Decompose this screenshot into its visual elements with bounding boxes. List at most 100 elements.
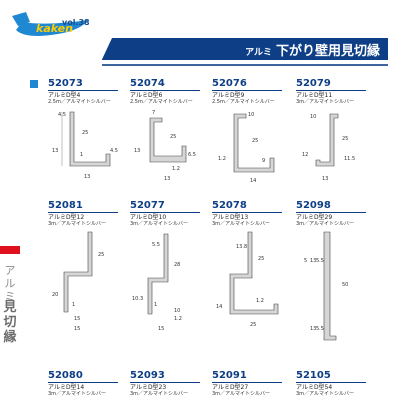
product-52080: 52080 アルミD型14 3m／アルマイトシルバー <box>48 370 118 397</box>
svg-text:13: 13 <box>322 176 328 182</box>
profile-drawing-52098: 5 13 5.5 50 13 5.5 <box>304 231 348 341</box>
product-name: アルミD型6 <box>130 92 163 99</box>
product-spec: 3m／アルマイトシルバー <box>296 221 355 227</box>
product-52076: 52076 アルミD型9 2.5m／アルマイトシルバー <box>212 78 282 105</box>
product-code: 52091 <box>212 370 282 383</box>
svg-text:4.5: 4.5 <box>110 148 118 154</box>
svg-text:11.5: 11.5 <box>344 156 355 162</box>
svg-text:1.2: 1.2 <box>174 316 182 322</box>
header-rule <box>102 64 388 66</box>
svg-text:15: 15 <box>74 316 80 322</box>
product-spec: 3m／アルマイトシルバー <box>130 391 189 397</box>
title-banner: アルミ下がり壁用見切縁 <box>102 38 388 60</box>
svg-text:kaken: kaken <box>36 22 73 35</box>
product-code: 52079 <box>296 78 366 91</box>
svg-text:13: 13 <box>134 148 140 154</box>
profile-drawing-52077: 5.5 28 10.3 1 10 1.2 15 <box>132 233 182 332</box>
product-spec: 3m／アルマイトシルバー <box>48 221 107 227</box>
svg-text:1: 1 <box>72 302 75 308</box>
product-code: 52098 <box>296 200 366 213</box>
svg-text:10: 10 <box>310 114 316 120</box>
section-marker-icon <box>30 80 38 88</box>
profile-drawing-52079: 10 25 11.5 12 13 <box>302 113 355 182</box>
product-name: アルミD型11 <box>296 92 333 99</box>
product-52098: 52098 アルミD型29 3m／アルマイトシルバー <box>296 200 366 227</box>
svg-text:1: 1 <box>154 302 157 308</box>
profile-drawing-52074: 7 25 13 6.5 1.2 13 <box>134 110 196 182</box>
product-spec: 3m／アルマイトシルバー <box>296 99 355 105</box>
side-category: アルミ <box>4 264 16 303</box>
svg-text:13.8: 13.8 <box>236 244 247 250</box>
svg-text:5: 5 <box>304 258 307 264</box>
product-code: 52080 <box>48 370 118 383</box>
svg-text:50: 50 <box>342 282 348 288</box>
profile-drawing-52081: 25 20 1 15 15 <box>52 231 104 332</box>
product-spec: 3m／アルマイトシルバー <box>48 391 107 397</box>
category-label: アルミ <box>245 48 272 58</box>
product-spec: 3m／アルマイトシルバー <box>130 221 189 227</box>
product-code: 52093 <box>130 370 200 383</box>
svg-text:25: 25 <box>170 134 176 140</box>
page-title: 下がり壁用見切縁 <box>275 44 380 59</box>
product-code: 52076 <box>212 78 282 91</box>
svg-text:4.5: 4.5 <box>58 112 66 118</box>
product-name: アルミD型4 <box>48 92 81 99</box>
svg-text:5.5: 5.5 <box>316 326 324 332</box>
product-52093: 52093 アルミD型23 3m／アルマイトシルバー <box>130 370 200 397</box>
product-code: 52077 <box>130 200 200 213</box>
product-52073: 52073 アルミD型4 2.5m／アルマイトシルバー <box>48 78 118 105</box>
svg-text:1.2: 1.2 <box>172 166 180 172</box>
product-52091: 52091 アルミD型27 3m／アルマイトシルバー <box>212 370 282 397</box>
svg-text:25: 25 <box>250 322 256 328</box>
svg-text:15: 15 <box>158 326 164 332</box>
svg-text:7: 7 <box>152 110 155 116</box>
svg-text:13: 13 <box>52 148 58 154</box>
product-spec: 3m／アルマイトシルバー <box>212 391 271 397</box>
product-code: 52073 <box>48 78 118 91</box>
svg-text:13: 13 <box>164 176 170 182</box>
svg-text:1.2: 1.2 <box>256 298 264 304</box>
product-52079: 52079 アルミD型11 3m／アルマイトシルバー <box>296 78 366 105</box>
volume-label: vol.38 <box>62 18 90 27</box>
product-52077: 52077 アルミD型10 3m／アルマイトシルバー <box>130 200 200 227</box>
svg-text:9: 9 <box>262 158 265 164</box>
svg-text:6.5: 6.5 <box>188 152 196 158</box>
svg-text:12: 12 <box>302 152 308 158</box>
svg-text:25: 25 <box>258 256 264 262</box>
product-name: アルミD型29 <box>296 214 333 221</box>
svg-text:14: 14 <box>216 304 222 310</box>
product-52078: 52078 アルミD型13 3m／アルマイトシルバー <box>212 200 282 227</box>
product-name: アルミD型54 <box>296 384 333 391</box>
profile-drawing-52073: 4.5 25 13 1 4.5 13 <box>52 111 118 180</box>
svg-text:25: 25 <box>252 138 258 144</box>
product-name: アルミD型12 <box>48 214 85 221</box>
product-spec: 2.5m／アルマイトシルバー <box>48 99 111 105</box>
svg-text:10.3: 10.3 <box>132 296 143 302</box>
profile-drawing-52076: 10 25 1.2 9 14 <box>218 112 275 184</box>
svg-text:10: 10 <box>248 112 254 118</box>
product-spec: 2.5m／アルマイトシルバー <box>212 99 275 105</box>
svg-text:25: 25 <box>342 136 348 142</box>
svg-text:28: 28 <box>174 262 180 268</box>
product-52074: 52074 アルミD型6 2.5m／アルマイトシルバー <box>130 78 200 105</box>
kaken-logo: kaken vol.38 <box>8 8 96 42</box>
svg-text:15: 15 <box>74 326 80 332</box>
product-code: 52105 <box>296 370 366 383</box>
profile-drawing-52078: 13.8 25 1.2 14 25 <box>216 231 279 328</box>
product-name: アルミD型27 <box>212 384 249 391</box>
svg-text:1: 1 <box>80 152 83 158</box>
product-spec: 3m／アルマイトシルバー <box>212 221 271 227</box>
svg-text:10: 10 <box>174 308 180 314</box>
product-name: アルミD型13 <box>212 214 249 221</box>
svg-text:13: 13 <box>310 326 316 332</box>
svg-text:14: 14 <box>250 178 256 184</box>
product-name: アルミD型23 <box>130 384 167 391</box>
product-name: アルミD型10 <box>130 214 167 221</box>
svg-text:25: 25 <box>82 130 88 136</box>
svg-text:13: 13 <box>310 258 316 264</box>
logo-mark-icon: kaken <box>12 12 88 36</box>
product-name: アルミD型14 <box>48 384 85 391</box>
product-52105: 52105 アルミD型54 3m／アルマイトシルバー <box>296 370 366 397</box>
product-52081: 52081 アルミD型12 3m／アルマイトシルバー <box>48 200 118 227</box>
svg-text:13: 13 <box>84 174 90 180</box>
